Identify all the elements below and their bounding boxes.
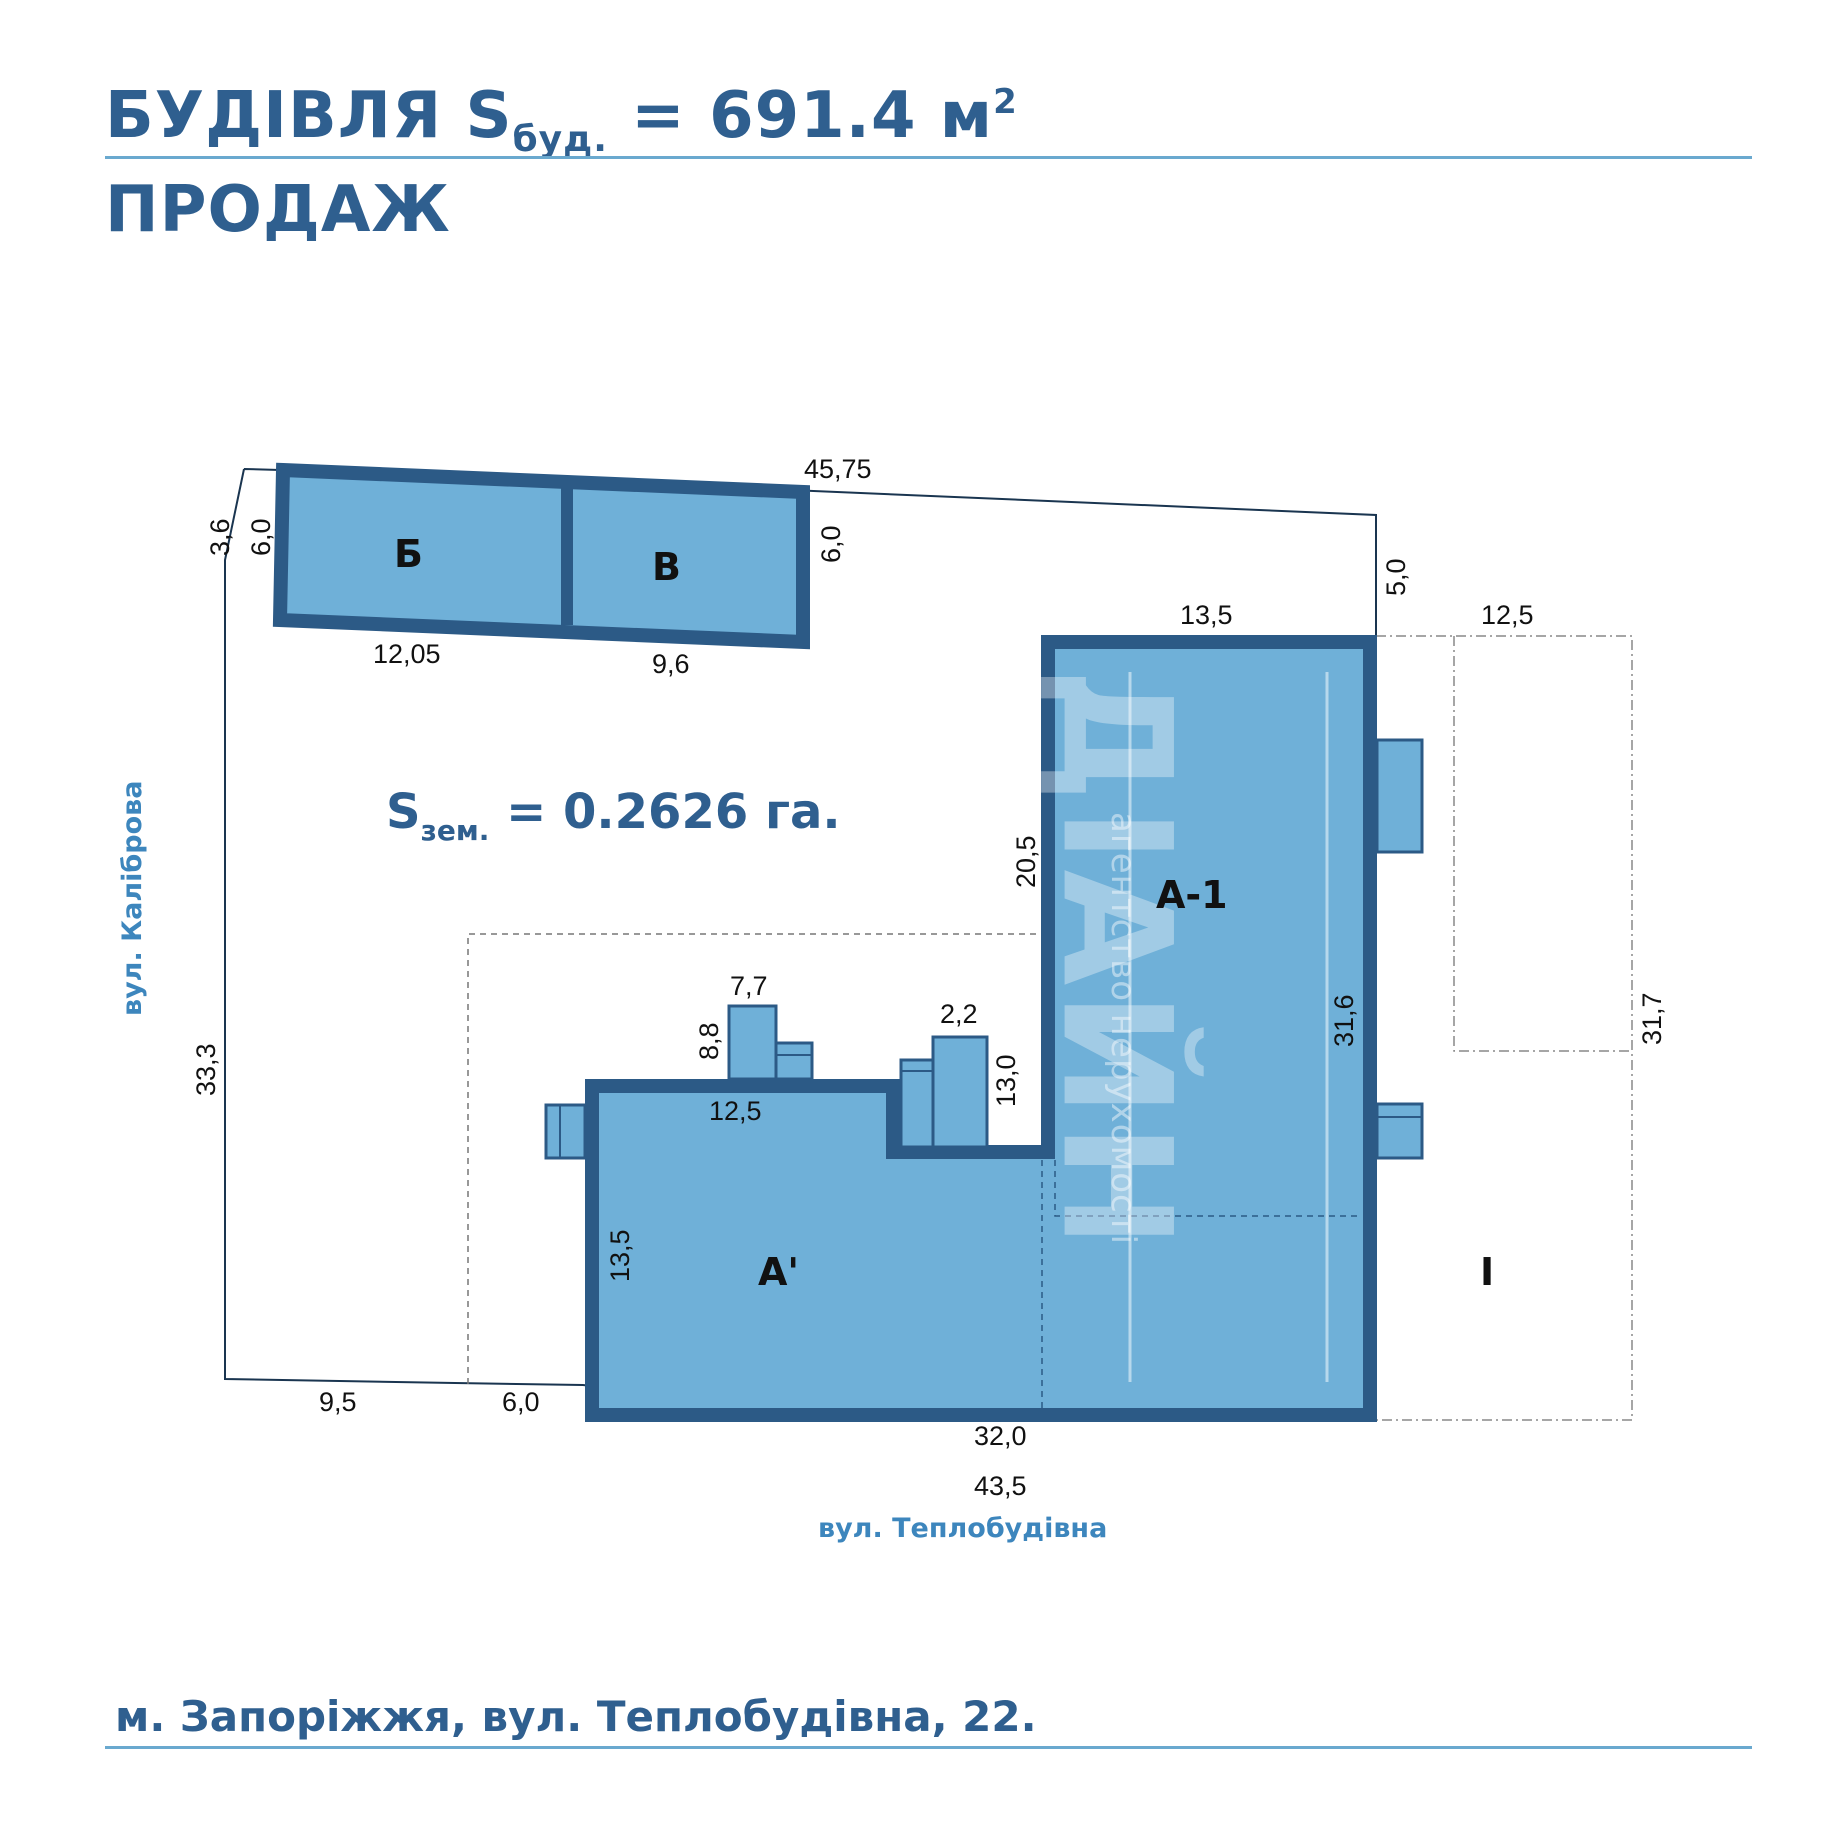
dim-bottom-left2: 6,0 [502, 1387, 540, 1417]
dim-b-width: 12,05 [373, 639, 441, 669]
address: м. Запоріжжя, вул. Теплобудівна, 22. [115, 1692, 1037, 1741]
label-building-v: В [652, 545, 681, 589]
title-subscript: буд. [512, 119, 608, 160]
dim-annex-height: 8,8 [694, 1022, 724, 1060]
dashed-plot-right [1453, 636, 1632, 1052]
watermark-tagline: агентство нерухомості [1103, 812, 1143, 1245]
sale-heading: ПРОДАЖ [105, 173, 451, 247]
street-teplobudivna: вул. Теплобудівна [818, 1513, 1107, 1544]
annex-right-lower [1375, 1102, 1424, 1160]
title-superscript: 2 [993, 82, 1018, 122]
label-building-a-prime: А' [758, 1250, 799, 1294]
label-zone-i: I [1480, 1250, 1494, 1294]
page-title: БУДІВЛЯ Sбуд. = 691.4 м2 [105, 78, 1018, 164]
annex-top-right [931, 1035, 989, 1149]
dim-v-width: 9,6 [652, 649, 690, 679]
dim-a-top: 12,5 [709, 1096, 762, 1126]
building-internal-line [1054, 1160, 1362, 1217]
annex-left [544, 1103, 587, 1160]
dim-a1-top: 13,5 [1180, 600, 1233, 630]
building-b-v [272, 462, 810, 650]
label-building-a1: А-1 [1156, 873, 1228, 917]
dim-annex2-width: 2,2 [940, 999, 978, 1029]
dim-bottom-building: 32,0 [974, 1421, 1027, 1451]
dim-bottom-left: 9,5 [319, 1387, 357, 1417]
dim-right-plot: 12,5 [1481, 600, 1534, 630]
annex-right-upper [1375, 738, 1424, 854]
dim-a1-right: 31,6 [1329, 994, 1359, 1047]
watermark-brand: ДІАЙН [1029, 668, 1204, 1255]
land-area: Sзем. = 0.2626 га. [386, 784, 841, 847]
dim-b-height: 6,0 [246, 518, 276, 556]
dim-left-total: 33,3 [191, 1043, 221, 1096]
header-divider [105, 156, 1752, 159]
footer-divider [105, 1746, 1752, 1749]
dim-top-total: 45,75 [804, 454, 872, 484]
dim-v-height: 6,0 [816, 525, 846, 563]
dim-a1-left: 20,5 [1011, 835, 1041, 888]
dim-a-left: 13,5 [605, 1229, 635, 1282]
dim-annex2-height: 13,0 [991, 1054, 1021, 1107]
annex-top-right-small [899, 1058, 935, 1149]
annex-top-left [727, 1004, 778, 1081]
dim-right-upper: 5,0 [1381, 558, 1411, 596]
building-a [585, 635, 1377, 1422]
label-building-b: Б [394, 532, 423, 576]
dim-bottom-total: 43,5 [974, 1471, 1027, 1501]
street-kalibrova: вул. Каліброва [117, 781, 148, 1016]
building-area-value: = 691.4 м [607, 79, 994, 153]
dim-right-total: 31,7 [1637, 992, 1667, 1045]
dim-annex-width: 7,7 [730, 971, 768, 1001]
title-prefix: БУДІВЛЯ S [105, 79, 513, 153]
dim-corner-left: 3,6 [205, 518, 235, 556]
watermark: ДІАЙН агентство нерухомості [1029, 668, 1329, 1382]
dashed-zone-right [1376, 635, 1633, 1421]
annex-top-left-small [774, 1041, 814, 1081]
